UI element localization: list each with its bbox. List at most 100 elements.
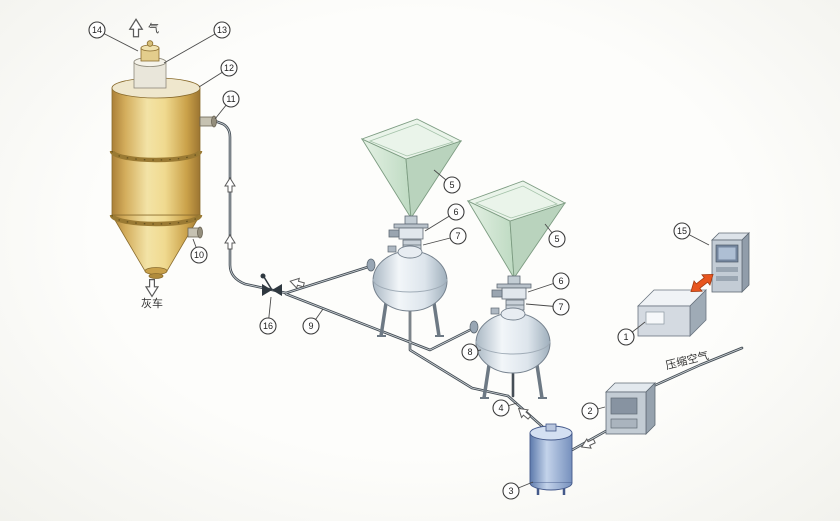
callout-13: 13 xyxy=(163,21,231,64)
vessel1-body xyxy=(372,250,448,312)
vessel2-body xyxy=(475,312,551,374)
callout-label: 1 xyxy=(623,332,628,342)
tank-bottom xyxy=(529,482,573,491)
vessel1-leg-left xyxy=(379,302,388,337)
callout-6a: 6 xyxy=(424,203,465,232)
callout-label: 14 xyxy=(92,25,102,35)
callout-label: 6 xyxy=(558,276,563,286)
gas-up-arrow-icon xyxy=(129,18,143,38)
vessel2-outlet-nozzle xyxy=(469,320,479,334)
annotation-gas-outlet: 气 xyxy=(129,18,159,38)
ash-down-arrow-icon xyxy=(145,279,159,297)
tank-body xyxy=(529,432,573,484)
callout-circle xyxy=(552,298,570,316)
feed-hopper-2 xyxy=(466,180,567,285)
callout-circle xyxy=(548,230,566,248)
callout-7b: 7 xyxy=(525,298,570,316)
discharge-gate-2 xyxy=(491,283,532,300)
callout-12: 12 xyxy=(198,59,238,88)
vessel1-outlet-nozzle xyxy=(366,258,376,272)
pressure-vessel-1 xyxy=(366,245,448,337)
ash-storage-silo xyxy=(109,40,217,279)
cabinet-vent xyxy=(610,418,638,429)
tank-top-valve xyxy=(545,423,557,432)
compressed-air-label: 压缩空气 xyxy=(664,348,710,372)
cabinet-panel xyxy=(610,397,638,415)
callout-circle xyxy=(617,328,635,346)
air-receiver-tank xyxy=(529,423,573,495)
callout-circle xyxy=(220,59,238,77)
vessel1-top-dome xyxy=(397,245,423,259)
hopper1-rim xyxy=(360,118,463,160)
callout-circle xyxy=(673,222,691,240)
callout-circle xyxy=(302,317,320,335)
hopper2-rim xyxy=(466,180,567,222)
leader-line xyxy=(163,29,223,64)
callout-label: 7 xyxy=(455,231,460,241)
callout-circle xyxy=(581,402,599,420)
vessel1-top-valve xyxy=(387,245,397,253)
callout-5a: 5 xyxy=(433,169,461,194)
pressure-vessel-2 xyxy=(469,307,551,399)
callout-11: 11 xyxy=(214,90,240,120)
callout-label: 7 xyxy=(558,302,563,312)
callout-label: 4 xyxy=(498,403,503,413)
callout-label: 8 xyxy=(467,347,472,357)
callout-label: 15 xyxy=(677,226,687,236)
callout-circle xyxy=(492,399,510,417)
callout-5b: 5 xyxy=(544,223,566,248)
callout-1: 1 xyxy=(617,321,646,346)
callout-circle xyxy=(222,90,240,108)
callout-circle xyxy=(88,21,106,39)
callout-7a: 7 xyxy=(422,227,467,246)
vessel2-leg-left xyxy=(482,364,491,399)
callout-label: 3 xyxy=(508,486,513,496)
callout-label: 9 xyxy=(308,321,313,331)
monitor-panel xyxy=(711,232,750,293)
console-screen xyxy=(645,311,665,325)
callout-circle xyxy=(461,343,479,361)
callouts: 14 13 12 11 10 16 9 5 6 7 5 6 7 8 4 3 2 … xyxy=(88,21,710,500)
vessel2-leg-right xyxy=(535,364,544,399)
callout-circle xyxy=(502,482,520,500)
callout-circle xyxy=(447,203,465,221)
air-control-cabinet xyxy=(605,382,656,435)
callout-6b: 6 xyxy=(527,272,570,293)
callout-label: 12 xyxy=(224,63,234,73)
vessel2-top-valve xyxy=(490,307,500,315)
panel-side xyxy=(741,232,750,293)
pipe-conveying-main xyxy=(213,119,288,295)
annotation-ash-truck: 灰车 xyxy=(141,279,163,310)
valve-handle xyxy=(260,273,266,279)
callout-circle xyxy=(213,21,231,39)
callout-8: 8 xyxy=(461,343,482,361)
callout-10: 10 xyxy=(190,238,208,264)
control-console xyxy=(637,289,707,337)
callout-14: 14 xyxy=(88,21,139,52)
callout-label: 10 xyxy=(194,250,204,260)
callout-label: 5 xyxy=(554,234,559,244)
discharge-gate-1 xyxy=(388,223,429,240)
flow-up-arrow-icon xyxy=(224,177,236,193)
hopper1-outlet-stub xyxy=(404,215,418,225)
callout-15: 15 xyxy=(673,222,710,246)
callout-circle xyxy=(443,176,461,194)
vessel1-leg-right xyxy=(432,302,441,337)
flow-air-arrow-icon xyxy=(514,404,534,422)
gas-label: 气 xyxy=(148,21,159,35)
valve-stem xyxy=(263,276,273,291)
vessel1-weld-line xyxy=(372,278,448,293)
callout-label: 2 xyxy=(587,406,592,416)
callout-16: 16 xyxy=(259,296,277,335)
callout-9: 9 xyxy=(302,308,324,335)
callout-3: 3 xyxy=(502,481,534,500)
feed-hopper-1 xyxy=(360,118,463,225)
callout-circle xyxy=(259,317,277,335)
flow-up-arrow-icon xyxy=(224,234,236,250)
callout-label: 6 xyxy=(453,207,458,217)
callout-circle xyxy=(552,272,570,290)
vessel2-weld-line xyxy=(475,340,551,355)
ash-truck-label: 灰车 xyxy=(141,296,163,310)
callout-circle xyxy=(190,246,208,264)
